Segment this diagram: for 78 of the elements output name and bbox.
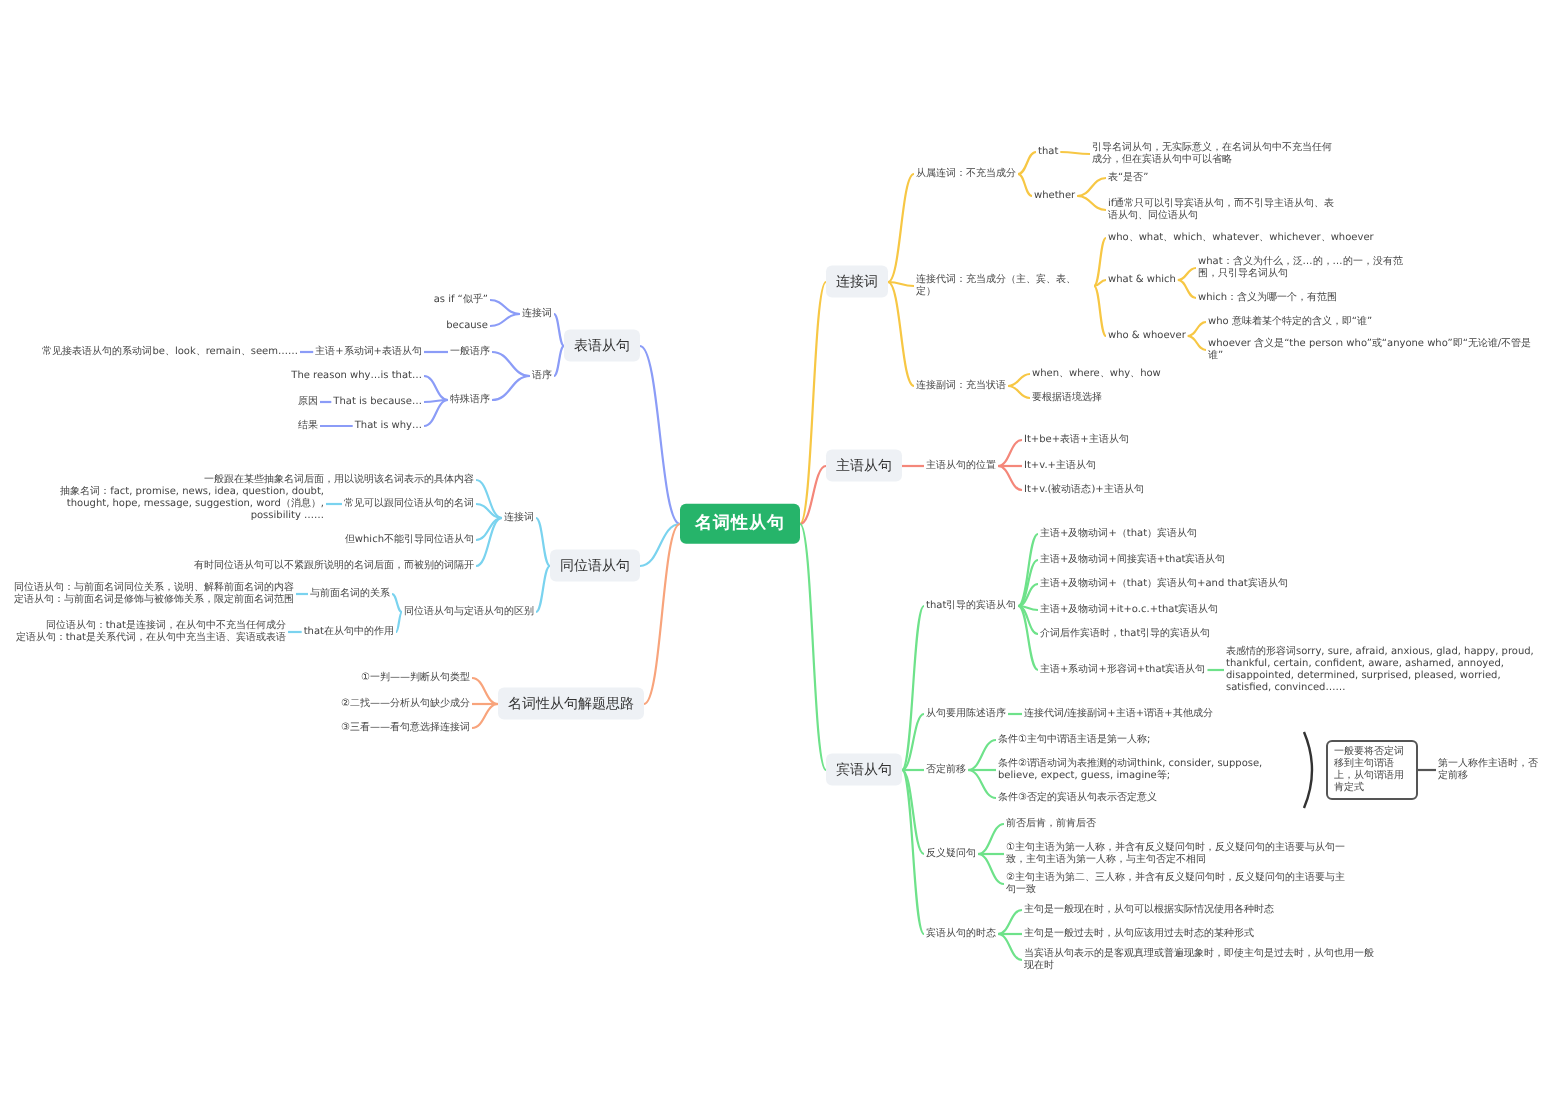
connector-line [901, 713, 925, 771]
connector-line [998, 932, 1022, 936]
connector-line [300, 350, 314, 354]
connector-line [1007, 384, 1031, 400]
connector-line [1187, 334, 1207, 352]
connector-line [489, 312, 521, 328]
connector-line [424, 350, 448, 354]
connector-line [639, 522, 681, 568]
connector-line [471, 676, 499, 706]
connector-line [997, 908, 1023, 936]
connector-line [475, 516, 503, 568]
connector-line [967, 768, 997, 800]
connector-line [799, 281, 827, 525]
connector-line [1060, 150, 1090, 156]
connector-line [1017, 150, 1037, 176]
connector-line [472, 702, 498, 706]
central-topic: 名词性从句 [680, 503, 800, 545]
connector-line [1093, 237, 1107, 287]
connector-line [1017, 604, 1039, 636]
connector-line [391, 593, 403, 613]
connector-line [1018, 582, 1039, 608]
connector-line [423, 398, 449, 428]
connector-line [535, 517, 551, 567]
connector-line [977, 822, 1005, 856]
connector-line [997, 464, 1023, 492]
connector-line [1017, 605, 1039, 671]
connector-line [639, 345, 681, 525]
connector-line [887, 280, 915, 288]
connector-line [491, 374, 531, 402]
connector-line [535, 565, 551, 613]
connector-line [1018, 604, 1039, 612]
connector-line [887, 173, 915, 283]
connector-line [1017, 559, 1039, 607]
connector-line [901, 605, 925, 771]
connector-line [395, 611, 403, 633]
connector-line [475, 502, 503, 520]
connector-line [320, 424, 353, 428]
connector-line [1008, 712, 1022, 716]
connector-line [296, 592, 308, 596]
connector-line [968, 768, 996, 772]
connector-line [489, 298, 521, 316]
connector-line [288, 630, 302, 634]
connector-line [997, 932, 1023, 962]
connector-line [1017, 173, 1033, 197]
connector-line [1077, 176, 1107, 198]
connector-line [424, 398, 448, 404]
connector-line [475, 478, 503, 520]
connector-line [1177, 278, 1197, 300]
connector-line [799, 523, 827, 771]
connector-line [1093, 285, 1107, 337]
connector-line [977, 852, 1005, 886]
connector-line [553, 345, 565, 377]
connector-line [901, 769, 925, 935]
connector-line [1207, 668, 1224, 672]
connector-line [643, 523, 681, 705]
connector-line [902, 464, 924, 468]
connector-line [978, 852, 1004, 856]
connector-line [491, 350, 531, 378]
connector-line [423, 374, 449, 402]
connector-line [998, 464, 1022, 468]
connector-line [997, 438, 1023, 468]
connector-line [1017, 533, 1039, 607]
connector-line [799, 464, 827, 526]
connector-line [320, 400, 332, 404]
connector-line [1093, 278, 1107, 288]
connector-line [1177, 266, 1197, 282]
connector-line [1187, 320, 1207, 338]
connector-line [1418, 768, 1436, 772]
connector-line [967, 738, 997, 772]
connector-line [902, 768, 924, 772]
connector-line [553, 313, 565, 347]
connector-line [475, 516, 503, 542]
connector-line [887, 281, 915, 387]
connector-line [1077, 194, 1107, 212]
connector-line [471, 702, 499, 730]
connector-line [326, 502, 342, 506]
connector-line [901, 769, 925, 855]
connector-line [1007, 372, 1031, 388]
